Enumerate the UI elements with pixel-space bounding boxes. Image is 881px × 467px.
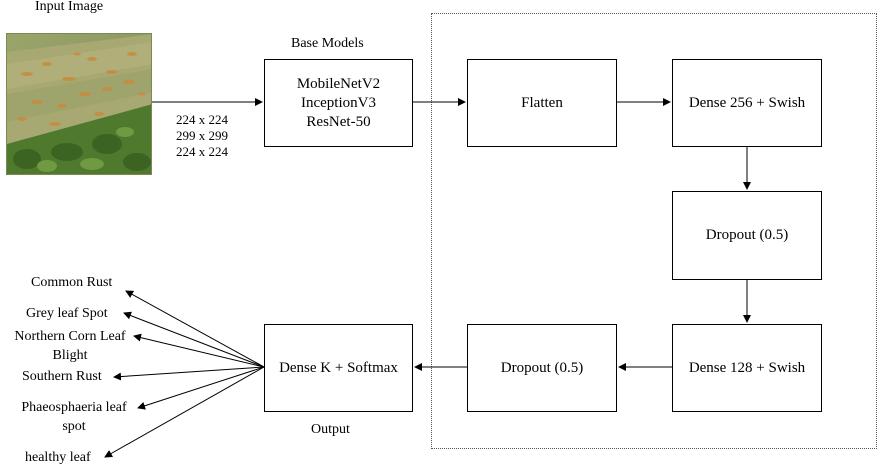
input-sizes: 224 x 224 299 x 299 224 x 224 — [176, 112, 228, 160]
arrow-to-common-rust — [125, 290, 265, 368]
class-northern-corn-leaf-blight: Northern Corn Leaf Blight — [2, 327, 138, 365]
class-phaeosphaeria-leaf-spot: Phaeosphaeria leaf spot — [10, 398, 138, 436]
size-inception: 299 x 299 — [176, 128, 228, 143]
dropout-1-box: Dropout (0.5) — [672, 191, 822, 280]
dense-256-box: Dense 256 + Swish — [672, 59, 822, 147]
model-resnet50: ResNet-50 — [306, 113, 371, 130]
class-southern-rust: Southern Rust — [22, 369, 102, 384]
class-northern-line1: Northern Corn Leaf — [14, 329, 126, 344]
input-leaf-image — [6, 33, 152, 175]
dropout-2-box: Dropout (0.5) — [467, 324, 617, 412]
output-label: Output — [311, 422, 350, 437]
class-grey-leaf-spot: Grey leaf Spot — [26, 306, 108, 321]
arrow-to-phaeosphaeria — [137, 366, 265, 410]
arrow-to-healthy-leaf — [104, 366, 265, 458]
class-northern-line2: Blight — [52, 348, 88, 363]
base-models-title: Base Models — [291, 36, 364, 51]
dense-128-box: Dense 128 + Swish — [672, 324, 822, 412]
head-layers-region — [431, 13, 877, 449]
leaf-photo-illustration — [7, 34, 151, 174]
dense-k-softmax-box: Dense K + Softmax — [264, 324, 413, 412]
arrow-to-grey-leaf-spot — [123, 311, 265, 368]
class-common-rust: Common Rust — [31, 275, 113, 290]
size-resnet: 224 x 224 — [176, 144, 228, 159]
arrow-to-northern-corn-leaf-blight — [133, 333, 265, 368]
arrow-to-southern-rust — [113, 366, 265, 381]
class-phaeosphaeria-line1: Phaeosphaeria leaf — [21, 400, 127, 415]
flatten-box: Flatten — [467, 59, 617, 147]
model-inceptionv3: InceptionV3 — [301, 94, 376, 111]
class-phaeosphaeria-line2: spot — [62, 419, 86, 434]
class-healthy-leaf: healthy leaf — [25, 450, 91, 465]
base-models-box: MobileNetV2 InceptionV3 ResNet-50 — [264, 59, 413, 147]
size-mobilenet: 224 x 224 — [176, 112, 228, 127]
input-image-title: Input Image — [35, 0, 104, 14]
model-mobilenetv2: MobileNetV2 — [296, 75, 381, 92]
